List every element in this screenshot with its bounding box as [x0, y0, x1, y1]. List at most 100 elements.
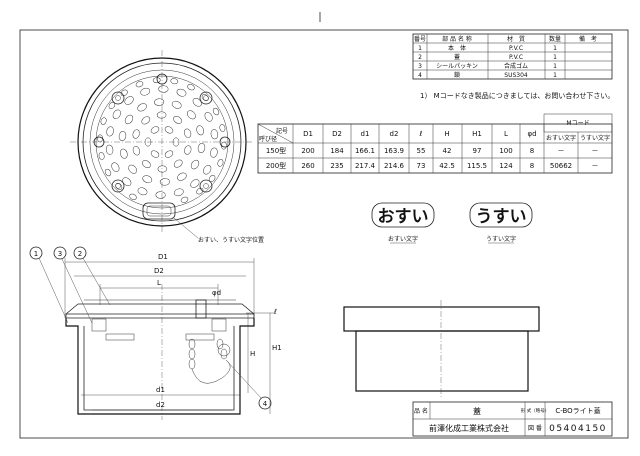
perforation-hole [210, 147, 218, 158]
parts-cell: 本 体 [448, 44, 466, 52]
balloon-1 [29, 246, 43, 260]
perforation-hole [204, 112, 213, 122]
dim-header: φd [527, 130, 536, 138]
perforation-hole [196, 187, 204, 195]
dim-cell: 150型 [266, 146, 286, 155]
perforation-hole [144, 137, 152, 147]
perforation-hole [135, 81, 144, 88]
dim-cell: 184 [330, 147, 344, 155]
mcode-sub-osui: おすい文字 [546, 134, 576, 142]
perforation-hole [159, 178, 170, 186]
dim-cell: 200 [301, 147, 314, 155]
dim-cell: 42 [443, 147, 452, 155]
perforation-hole [104, 168, 112, 177]
perforation-hole [157, 165, 168, 173]
dim-header: H [444, 130, 449, 138]
dim-header: H1 [472, 130, 482, 138]
dim-corner-bottom: 呼び径 [259, 135, 277, 143]
title-block [412, 401, 613, 437]
perforation-hole [217, 159, 224, 167]
mcode-sub-usui: うすい文字 [580, 134, 610, 142]
dim-corner-top: 記号 [276, 127, 288, 135]
perforation-hole [128, 164, 137, 174]
perforation-hole [210, 129, 219, 140]
perforation-hole [155, 191, 166, 199]
perforation-hole [203, 164, 212, 175]
perforation-hole [98, 152, 105, 160]
balloon-2-label: 2 [78, 250, 82, 258]
dim-label-L: L [157, 279, 161, 287]
parts-cell: P.V.C [509, 54, 523, 61]
usui-caption: うすい文字 [486, 235, 516, 243]
dim-header: D1 [303, 130, 313, 138]
dim-label-D2: D2 [154, 267, 164, 275]
lid-perforation-pattern [97, 77, 227, 203]
perforation-hole [219, 124, 226, 132]
balloon-4 [258, 396, 272, 410]
parts-header-material: 材 質 [507, 35, 525, 43]
title-drawing-no: 05404150 [549, 424, 607, 434]
dim-cell: 124 [499, 162, 513, 170]
perforation-hole [173, 159, 183, 168]
parts-header-no: 番号 [414, 36, 426, 43]
parts-header-name: 部 品 名 称 [442, 35, 472, 43]
dim-cell: 260 [301, 162, 314, 170]
perforation-hole [187, 110, 196, 120]
dim-cell: 100 [499, 147, 512, 155]
dim-cell: － [592, 162, 599, 170]
perforation-hole [197, 142, 206, 154]
title-name-label: 品 名 [414, 407, 428, 415]
title-drawing-label: 図 番 [528, 425, 542, 432]
perforation-hole [183, 128, 192, 138]
lid-name-plate [142, 202, 176, 220]
sheet-border [19, 29, 629, 439]
title-company: 前澤化成工業株式会社 [429, 423, 509, 433]
lid-top-view [70, 50, 254, 239]
parts-cell: 1 [553, 54, 557, 61]
title-model-label: 形 式（略号） [521, 407, 549, 414]
dim-cell: 235 [330, 162, 343, 170]
dim-cell: 214.6 [384, 162, 405, 170]
perforation-hole [129, 193, 137, 200]
perforation-hole [100, 117, 107, 125]
perforation-hole [105, 144, 114, 155]
parts-header-qty: 数量 [549, 35, 561, 43]
perforation-hole [170, 78, 179, 85]
osui-caption: おすい文字 [388, 235, 418, 243]
dim-label-d1: d1 [156, 386, 165, 394]
parts-cell: 蓋 [454, 53, 460, 61]
perforation-hole [172, 137, 180, 147]
perforation-hole [111, 162, 120, 172]
dim-header: d1 [361, 130, 370, 138]
perforation-hole [164, 126, 174, 134]
mcode-header: Mコード [566, 120, 589, 127]
parts-cell: 1 [553, 63, 557, 70]
dim-label-H: H [250, 350, 255, 358]
perforation-hole [142, 160, 151, 169]
section-view: D1 D2 L φd d1 d2 H H1 ℓ 1 3 2 4 [29, 246, 282, 420]
perforation-hole [177, 172, 187, 181]
dim-cell: 55 [417, 147, 426, 155]
dim-cell: 163.9 [384, 147, 404, 155]
usui-mark: うすい [469, 202, 533, 228]
perforation-hole [158, 85, 169, 93]
perforation-hole [190, 179, 200, 188]
dim-header: D2 [332, 130, 342, 138]
parts-cell: 鎖 [454, 71, 460, 79]
parts-cell: 1 [553, 72, 557, 79]
perforation-hole [106, 126, 114, 137]
perforation-hole [176, 88, 187, 97]
dim-cell: 166.1 [355, 147, 375, 155]
dim-cell: 200型 [266, 161, 286, 170]
dim-cell: 115.5 [467, 162, 487, 170]
balloon-3-label: 3 [58, 250, 62, 258]
parts-cell: SUS304 [504, 72, 528, 79]
perforation-hole [118, 130, 127, 142]
chain [188, 338, 231, 384]
perforation-hole [142, 175, 153, 184]
perforation-hole [124, 96, 134, 105]
perforation-hole [190, 159, 200, 170]
perforation-hole [164, 150, 174, 158]
dim-cell: 8 [530, 147, 534, 155]
